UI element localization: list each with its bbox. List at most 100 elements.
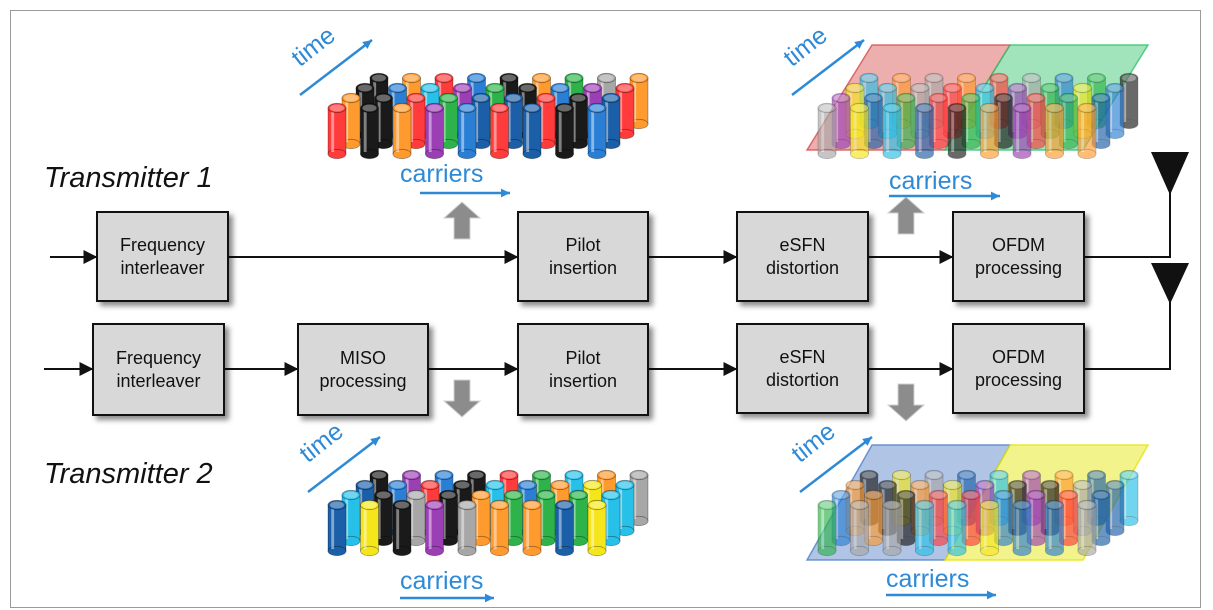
pilot-insertion-block-2: Pilot insertion xyxy=(517,323,649,416)
cylinder xyxy=(947,499,967,557)
cylinder xyxy=(817,499,837,557)
cylinder xyxy=(374,489,393,547)
antenna-icon xyxy=(1151,152,1189,195)
cylinder xyxy=(360,102,379,160)
cylinder xyxy=(980,499,999,557)
cylinder xyxy=(425,102,444,160)
block-line: Pilot xyxy=(565,234,601,255)
cylinder xyxy=(929,92,948,150)
block-line: distortion xyxy=(765,257,840,278)
cylinder xyxy=(1045,499,1064,557)
time-arrow-icon xyxy=(791,39,865,96)
transmitter-2-label: Transmitter 2 xyxy=(44,458,213,490)
cylinder xyxy=(1077,102,1097,160)
cylinder xyxy=(504,92,523,150)
cylinder xyxy=(929,489,948,547)
cylinder xyxy=(536,92,556,150)
antennas xyxy=(1151,152,1189,304)
cylinder xyxy=(980,102,999,160)
ofdm-processing-block-2: OFDM processing xyxy=(952,323,1085,414)
cylinder xyxy=(601,489,621,547)
down-arrow-icon xyxy=(442,379,482,418)
cell-grid-transmitter-2-before xyxy=(327,469,649,557)
cylinder xyxy=(915,499,934,557)
frequency-interleaver-block-1: Frequency interleaver xyxy=(96,211,229,302)
carriers-arrow-icon xyxy=(889,191,1000,201)
transmitter-1-label: Transmitter 1 xyxy=(44,162,213,194)
cylinder xyxy=(896,489,916,547)
cylinder xyxy=(882,499,902,557)
cylinder xyxy=(1059,489,1078,547)
time-arrow-icon xyxy=(307,436,381,493)
cylinder xyxy=(587,499,607,557)
esfn-distortion-block-1: eSFN distortion xyxy=(736,211,869,302)
antenna-feed-1 xyxy=(1085,190,1171,258)
cylinder xyxy=(831,92,851,150)
ofdm-processing-block-1: OFDM processing xyxy=(952,211,1085,302)
cell-grid-transmitter-2-after xyxy=(817,469,1139,557)
cylinder xyxy=(327,499,347,557)
cylinder xyxy=(1091,92,1111,150)
cylinder xyxy=(522,499,542,557)
cylinder xyxy=(1026,489,1046,547)
cylinder xyxy=(490,102,509,160)
cylinder xyxy=(994,489,1013,547)
cylinder xyxy=(615,82,635,140)
carriers-axis-label-bottom-right: carriers xyxy=(886,565,970,593)
cylinder xyxy=(327,102,347,160)
up-arrow-icon xyxy=(442,201,482,240)
cylinder xyxy=(1059,92,1078,150)
cylinder xyxy=(1012,102,1032,160)
antenna-feed-2 xyxy=(1085,300,1171,370)
cylinder xyxy=(882,102,902,160)
cylinder xyxy=(1091,489,1111,547)
cylinder xyxy=(1119,72,1139,130)
block-line: interleaver xyxy=(116,370,201,391)
block-line: interleaver xyxy=(120,257,205,278)
esfn-distortion-block-2: eSFN distortion xyxy=(736,323,869,414)
carriers-arrow-icon xyxy=(400,593,494,603)
cylinder xyxy=(425,499,444,557)
cylinder xyxy=(555,499,574,557)
cylinder xyxy=(341,92,361,150)
block-line: insertion xyxy=(548,370,618,391)
block-line: insertion xyxy=(548,257,618,278)
cylinder xyxy=(961,489,981,547)
block-line: Frequency xyxy=(115,347,202,368)
cylinder xyxy=(536,489,556,547)
cylinder xyxy=(587,102,607,160)
block-line: OFDM xyxy=(992,234,1045,255)
block-line: processing xyxy=(319,370,407,391)
cylinder xyxy=(864,92,883,150)
cylinder xyxy=(406,489,426,547)
block-line: OFDM xyxy=(992,346,1045,367)
cylinder xyxy=(439,92,458,150)
block-line: eSFN xyxy=(779,346,826,367)
cylinder xyxy=(817,102,837,160)
cell-grid-transmitter-1-before xyxy=(327,72,649,160)
cylinder xyxy=(439,489,458,547)
cell-grids xyxy=(299,39,1150,603)
carriers-axis-label-bottom-left: carriers xyxy=(400,567,484,595)
cylinder xyxy=(490,499,509,557)
cylinder xyxy=(406,92,426,150)
cylinder xyxy=(629,72,649,130)
cylinder xyxy=(471,92,491,150)
block-line: Frequency xyxy=(119,234,206,255)
cylinder xyxy=(1012,499,1032,557)
cylinder xyxy=(392,499,412,557)
block-line: processing xyxy=(974,257,1063,278)
cylinder xyxy=(961,92,981,150)
cylinder xyxy=(471,489,491,547)
carriers-axis-label-top-right: carriers xyxy=(889,167,973,195)
cylinder xyxy=(1105,82,1125,140)
cylinder xyxy=(629,469,649,527)
cylinder xyxy=(601,92,621,150)
cylinder xyxy=(994,92,1013,150)
block-line: eSFN xyxy=(779,234,826,255)
cylinder xyxy=(457,102,477,160)
block-line: Pilot xyxy=(565,347,601,368)
cylinder xyxy=(457,499,477,557)
cylinder xyxy=(915,102,934,160)
